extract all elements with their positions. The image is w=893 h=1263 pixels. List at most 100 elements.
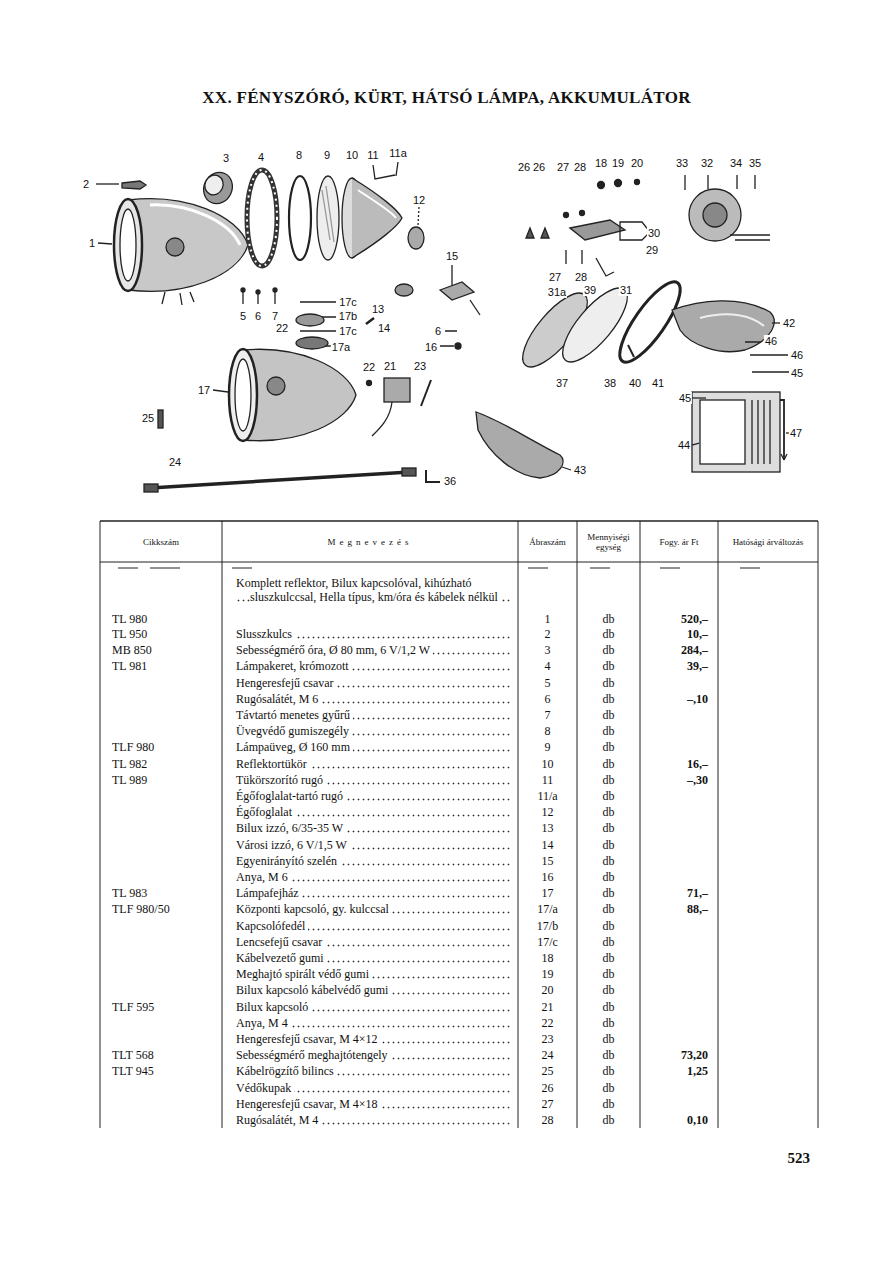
unit-cell: db — [577, 643, 640, 657]
part-number: TL 950 — [112, 627, 147, 641]
callout-number: 29 — [646, 244, 658, 256]
price-cell: 88,– — [640, 902, 708, 916]
part-description: Lencsefejű csavar — [236, 935, 325, 949]
callout-number-cell: 19 — [611, 157, 625, 169]
figure-number: 15 — [542, 854, 554, 868]
callout-number-cell: 44 — [677, 439, 691, 451]
part-description: Egyenirányító szelén — [236, 854, 340, 868]
callout-number: 9 — [324, 149, 330, 161]
part-number: TL 980 — [112, 612, 147, 626]
unit-cell: db — [577, 983, 640, 997]
callout-number-cell: 40 — [628, 377, 642, 389]
part-number-cell: TL 950 — [112, 627, 147, 641]
figure-number: 12 — [542, 805, 554, 819]
unit: db — [603, 1064, 615, 1078]
figure-number-cell: 28 — [518, 1113, 577, 1127]
unit: db — [603, 627, 615, 641]
part-number: TL 983 — [112, 886, 147, 900]
part-description: Lámpafejház — [236, 886, 302, 900]
callout-number: 35 — [749, 157, 761, 169]
figure-number-cell: 13 — [518, 821, 577, 835]
callout-number: 25 — [142, 412, 154, 424]
callout-number-cell: 46 — [790, 349, 804, 361]
dot-leader-cell: Kábelrögzítő bilincs — [236, 1064, 512, 1078]
figure-number-cell: 17/c — [518, 935, 577, 949]
part-description: Központi kapcsoló, gy. kulccsal — [236, 902, 392, 916]
callout-number: 36 — [444, 475, 456, 487]
figure-number-cell: 5 — [518, 676, 577, 690]
callout-number: 30 — [648, 227, 660, 239]
figure-number: 14 — [542, 838, 554, 852]
figure-number-cell: 6 — [518, 692, 577, 706]
callout-number: 15 — [446, 250, 458, 262]
dot-leader-cell: Sebességmérő óra, Ø 80 mm, 6 V/1,2 W — [236, 643, 512, 657]
figure-number: 17/a — [537, 902, 558, 916]
figure-number: 16 — [542, 870, 554, 884]
part-number: TL 981 — [112, 659, 147, 673]
callout-number: 27 — [557, 161, 569, 173]
callout-number: 11a — [389, 147, 407, 159]
callout-number: 16 — [425, 341, 437, 353]
callout-number: 14 — [378, 322, 390, 334]
table-header-cell: Ábraszám — [518, 522, 577, 561]
unit-cell: db — [577, 612, 640, 626]
unit: db — [603, 1048, 615, 1062]
unit-cell: db — [577, 676, 640, 690]
callout-number: 22 — [363, 361, 375, 373]
part-number: TLF 595 — [112, 1000, 154, 1014]
callout-number: 38 — [604, 377, 616, 389]
dot-leader-cell: Rugósalátét, M 6 — [236, 692, 512, 706]
dot-leader-cell: Hengeresfejű csavar, M 4×12 — [236, 1032, 512, 1046]
callout-number: 31 — [620, 284, 632, 296]
unit: db — [603, 724, 615, 738]
callout-number: 28 — [574, 161, 586, 173]
callout-number-cell: 17 — [197, 384, 211, 396]
callout-number-cell: 12 — [412, 194, 426, 206]
part-description: Kábelrögzítő bilincs — [236, 1064, 337, 1078]
callout-number-cell: 32 — [700, 157, 714, 169]
figure-number: 18 — [542, 951, 554, 965]
unit-cell: db — [577, 967, 640, 981]
figure-number-cell: 1 — [518, 612, 577, 626]
price: 284,– — [681, 643, 708, 657]
part-number-cell: TL 989 — [112, 773, 147, 787]
part-description: Lámpaüveg, Ø 160 mm — [236, 740, 353, 754]
unit-cell: db — [577, 740, 640, 754]
dot-leader-cell: Központi kapcsoló, gy. kulccsal — [236, 902, 512, 916]
callout-number: 7 — [272, 310, 278, 322]
figure-number: 13 — [542, 821, 554, 835]
unit-cell: db — [577, 659, 640, 673]
callout-number: 17b — [339, 310, 357, 322]
price: 0,10 — [687, 1113, 708, 1127]
table-rules — [100, 521, 818, 1128]
figure-number-cell: 21 — [518, 1000, 577, 1014]
callout-number-cell: 45 — [790, 367, 804, 379]
callout-number-cell: 17b — [338, 310, 358, 322]
part-description: Üvegvédő gumiszegély — [236, 724, 352, 738]
dot-leader-cell: Rugósalátét, M 4 — [236, 1113, 512, 1127]
part-description: Komplett reflektor, Bilux kapcsolóval, k… — [236, 576, 501, 604]
callout-number: 17a — [332, 341, 350, 353]
callout-number-cell: 25 — [141, 412, 155, 424]
figure-number-cell: 26 — [518, 1081, 577, 1095]
price-cell: 71,– — [640, 886, 708, 900]
part-description: Lámpakeret, krómozott — [236, 659, 352, 673]
part-number-cell: TLF 980/50 — [112, 902, 170, 916]
figure-number-cell: 12 — [518, 805, 577, 819]
callout-number-cell: 21 — [383, 360, 397, 372]
figure-number: 24 — [542, 1048, 554, 1062]
figure-number: 9 — [545, 740, 551, 754]
figure-number-cell: 16 — [518, 870, 577, 884]
callout-number-cell: 11a — [388, 147, 408, 159]
callout-number: 20 — [631, 157, 643, 169]
callout-number-cell: 28 — [573, 161, 587, 173]
part-description: Meghajtó spirált védő gumi — [236, 967, 372, 981]
unit-cell: db — [577, 886, 640, 900]
callout-number: 31a — [548, 286, 566, 298]
unit-cell: db — [577, 1016, 640, 1030]
callout-number: 4 — [258, 151, 264, 163]
figure-number-cell: 17 — [518, 886, 577, 900]
dot-leader-cell: Bilux kapcsoló kábelvédő gumi — [236, 983, 512, 997]
price-cell: 520,– — [640, 612, 708, 626]
callout-number-cell: 10 — [345, 149, 359, 161]
